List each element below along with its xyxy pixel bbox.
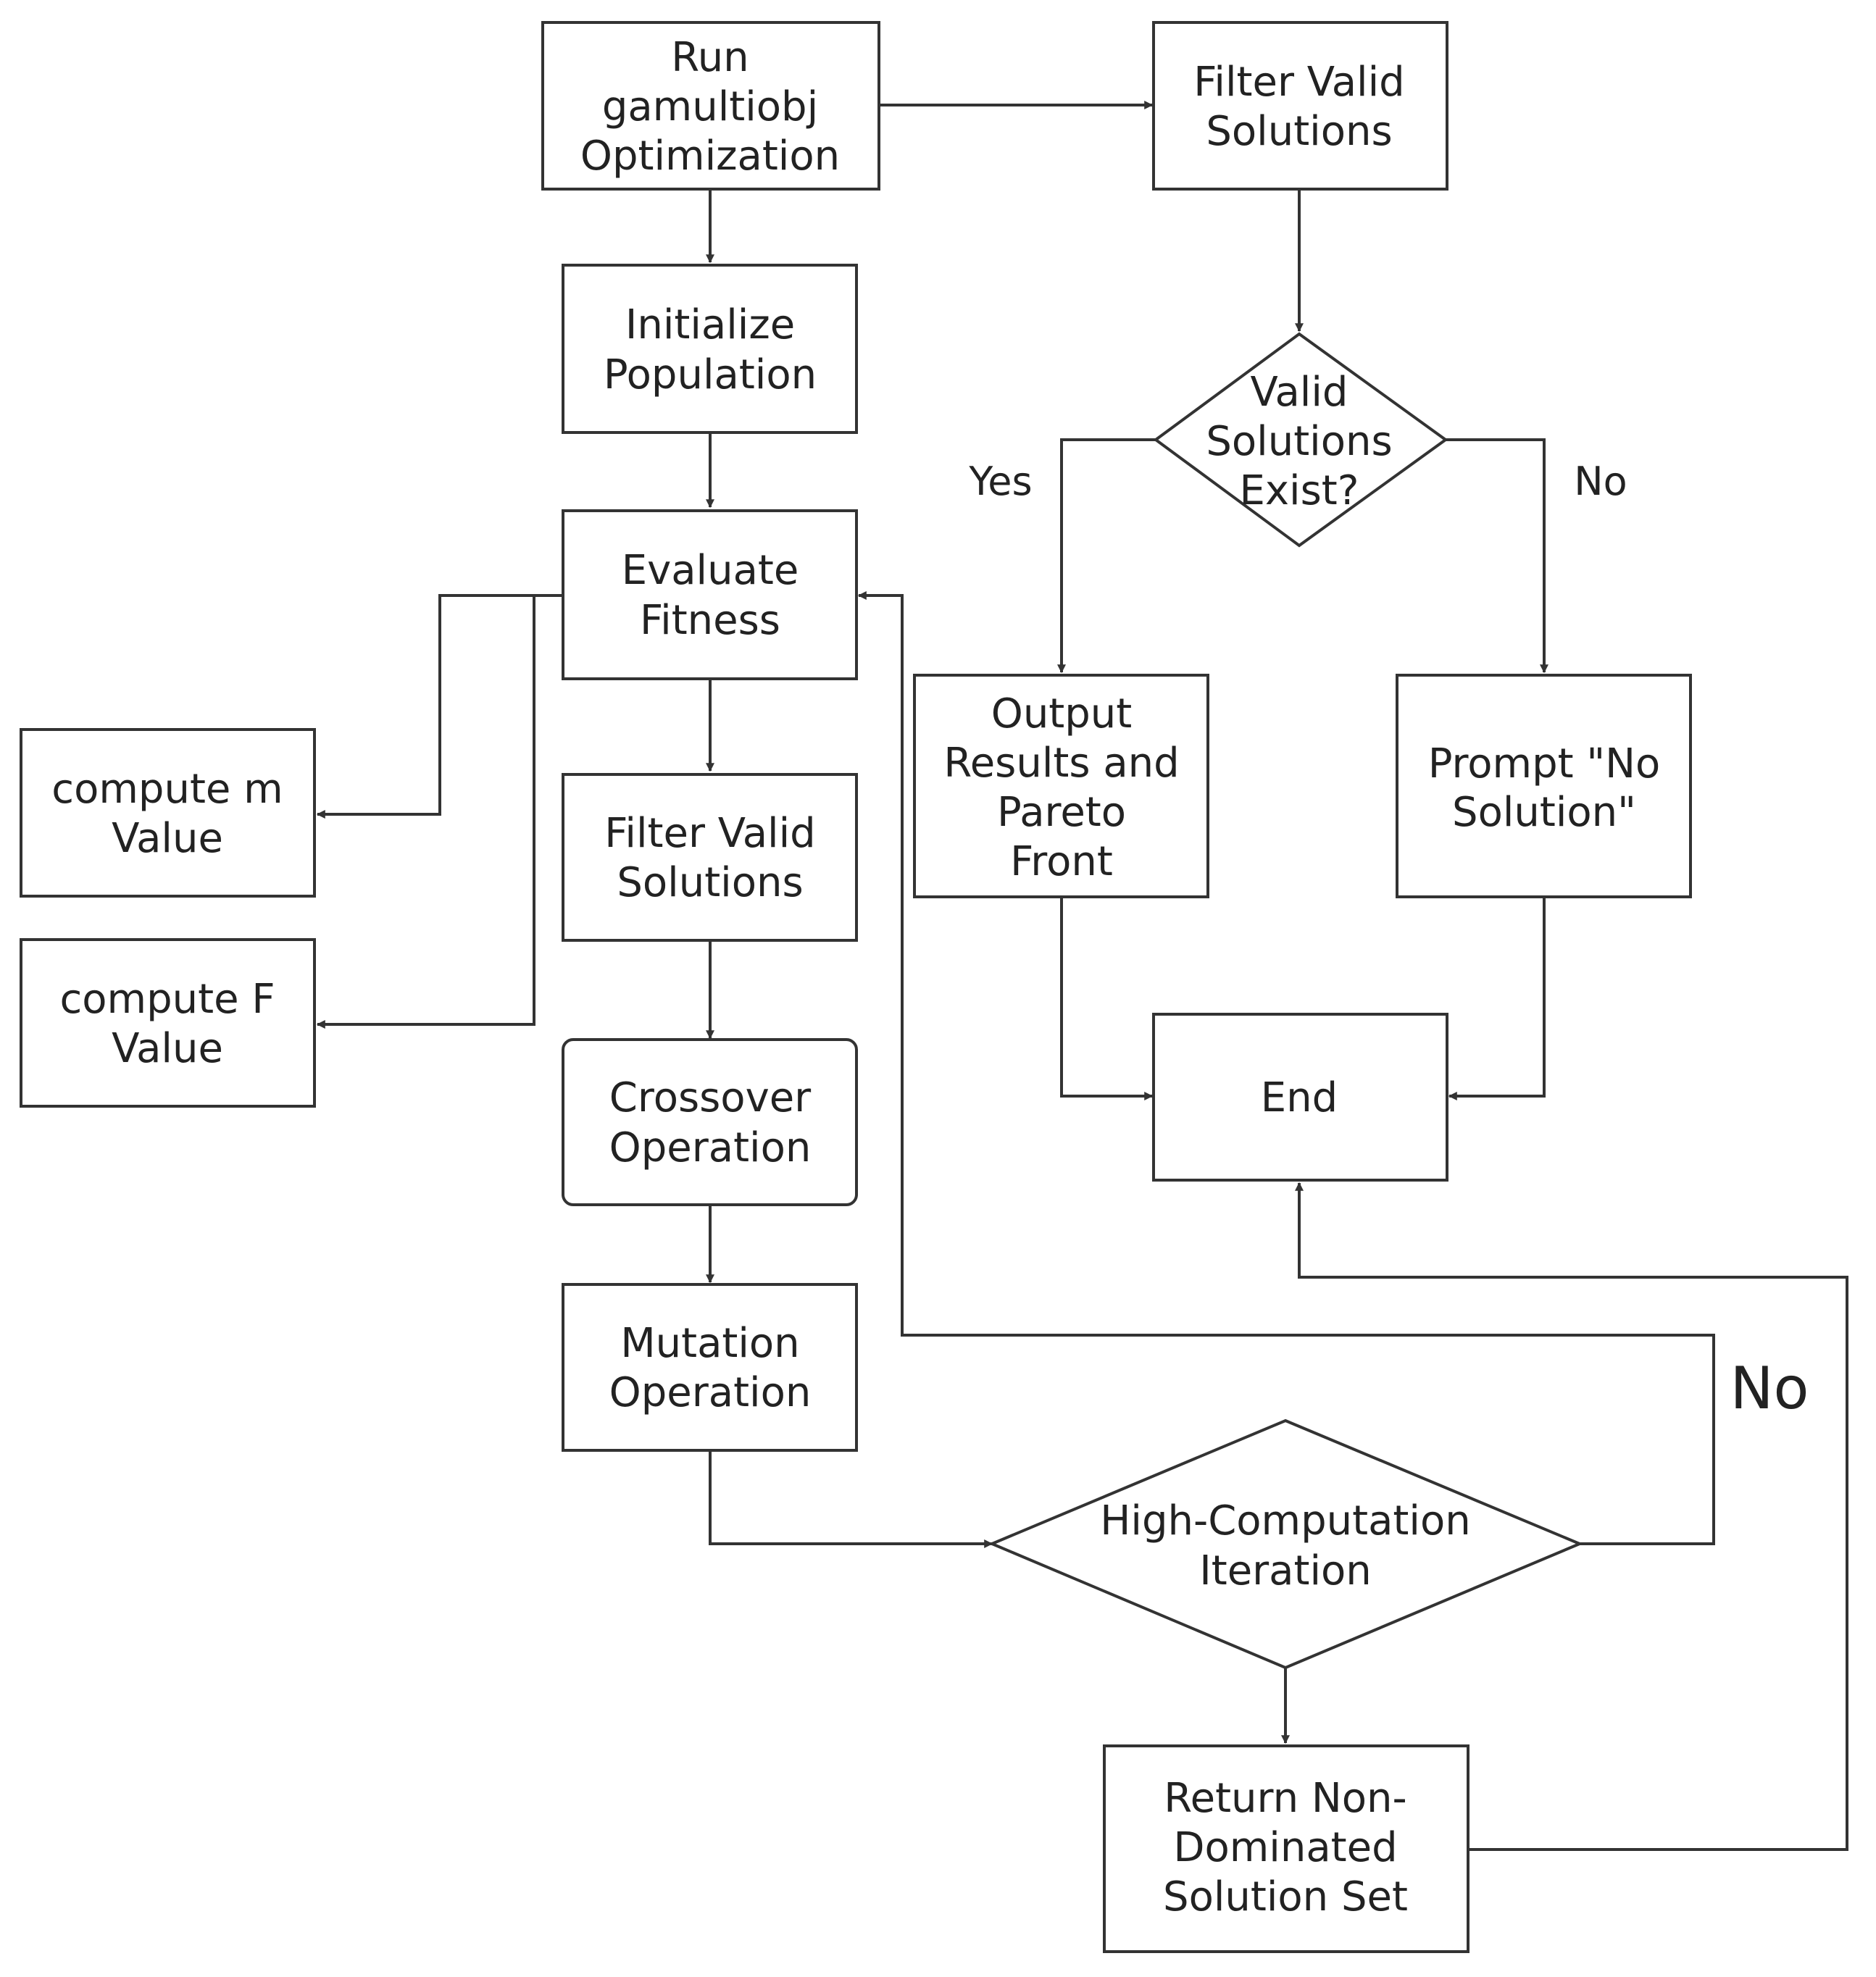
node-return-non-dominated: Return Non- Dominated Solution Set: [1103, 1744, 1469, 1953]
svg-text:Population: Population: [604, 351, 817, 398]
label-no-right: No: [1574, 459, 1627, 504]
svg-text:Operation: Operation: [609, 1124, 812, 1171]
svg-text:Solution": Solution": [1452, 789, 1636, 836]
node-filter-valid-left: Filter Valid Solutions: [562, 773, 858, 942]
svg-text:Value: Value: [112, 815, 223, 862]
edges: [316, 101, 1848, 1851]
svg-text:End: End: [1261, 1074, 1338, 1121]
svg-text:Solutions: Solutions: [1206, 418, 1392, 465]
node-filter-valid-right: Filter Valid Solutions: [1152, 21, 1448, 191]
svg-text:Operation: Operation: [609, 1369, 812, 1416]
svg-text:Solutions: Solutions: [1206, 108, 1392, 155]
svg-text:Dominated: Dominated: [1173, 1824, 1397, 1871]
svg-text:Value: Value: [112, 1025, 223, 1072]
svg-text:Pareto: Pareto: [997, 789, 1126, 836]
svg-text:Return Non-: Return Non-: [1164, 1775, 1406, 1822]
edge-decision-no-to-prompt: [1446, 438, 1548, 674]
svg-text:Results and: Results and: [943, 740, 1179, 787]
edge-output-to-end: [1060, 897, 1154, 1100]
node-prompt-no-solution: Prompt "No Solution": [1396, 674, 1692, 898]
svg-text:compute m: compute m: [51, 766, 283, 813]
node-high-computation-iteration: High-Computation Iteration: [988, 1418, 1584, 1670]
node-output-results: Output Results and Pareto Front: [913, 674, 1209, 898]
edge-prompt-to-end: [1448, 897, 1546, 1100]
edge-mutation-to-iteration: [709, 1450, 993, 1548]
svg-text:Fitness: Fitness: [640, 597, 780, 644]
svg-text:Exist?: Exist?: [1240, 467, 1359, 514]
edge-decision-yes-to-output: [1057, 438, 1156, 674]
svg-text:gamultiobj: gamultiobj: [602, 83, 818, 130]
svg-text:Mutation: Mutation: [620, 1320, 799, 1367]
svg-text:Initialize: Initialize: [625, 301, 795, 348]
edge-iteration-no-loop-to-evaluate: [857, 591, 1715, 1545]
node-compute-m: compute m Value: [20, 728, 316, 898]
svg-text:Solutions: Solutions: [617, 859, 803, 906]
svg-text:compute F: compute F: [59, 976, 275, 1023]
svg-text:Prompt "No: Prompt "No: [1428, 740, 1661, 787]
label-no-loop: No: [1730, 1355, 1809, 1422]
node-crossover: Crossover Operation: [562, 1038, 858, 1206]
svg-text:Front: Front: [1010, 838, 1113, 885]
svg-text:Filter Valid: Filter Valid: [604, 810, 815, 857]
svg-text:Optimization: Optimization: [580, 133, 840, 180]
node-run-optimization: Run gamultiobj Optimization: [541, 21, 880, 191]
svg-text:Evaluate: Evaluate: [622, 547, 799, 594]
svg-text:Crossover: Crossover: [609, 1074, 812, 1121]
node-evaluate-fitness: Evaluate Fitness: [562, 509, 858, 680]
svg-text:Output: Output: [991, 690, 1133, 737]
svg-text:Solution Set: Solution Set: [1163, 1873, 1408, 1920]
node-valid-solutions-exist: Valid Solutions Exist?: [1153, 332, 1448, 548]
node-end: End: [1152, 1013, 1448, 1182]
edge-evaluate-to-compute-f: [316, 595, 535, 1029]
svg-text:Run: Run: [671, 34, 749, 81]
svg-text:Valid: Valid: [1251, 369, 1348, 416]
edge-labels: Yes No No: [968, 459, 1809, 1422]
edge-evaluate-to-compute-m: [316, 594, 563, 819]
svg-text:Iteration: Iteration: [1199, 1547, 1372, 1594]
node-initialize-population: Initialize Population: [562, 264, 858, 434]
svg-text:High-Computation: High-Computation: [1100, 1497, 1470, 1545]
label-yes: Yes: [968, 459, 1032, 504]
edge-return-to-end: [1295, 1182, 1848, 1851]
svg-text:Filter Valid: Filter Valid: [1193, 59, 1404, 106]
node-mutation: Mutation Operation: [562, 1283, 858, 1452]
node-compute-f: compute F Value: [20, 938, 316, 1108]
